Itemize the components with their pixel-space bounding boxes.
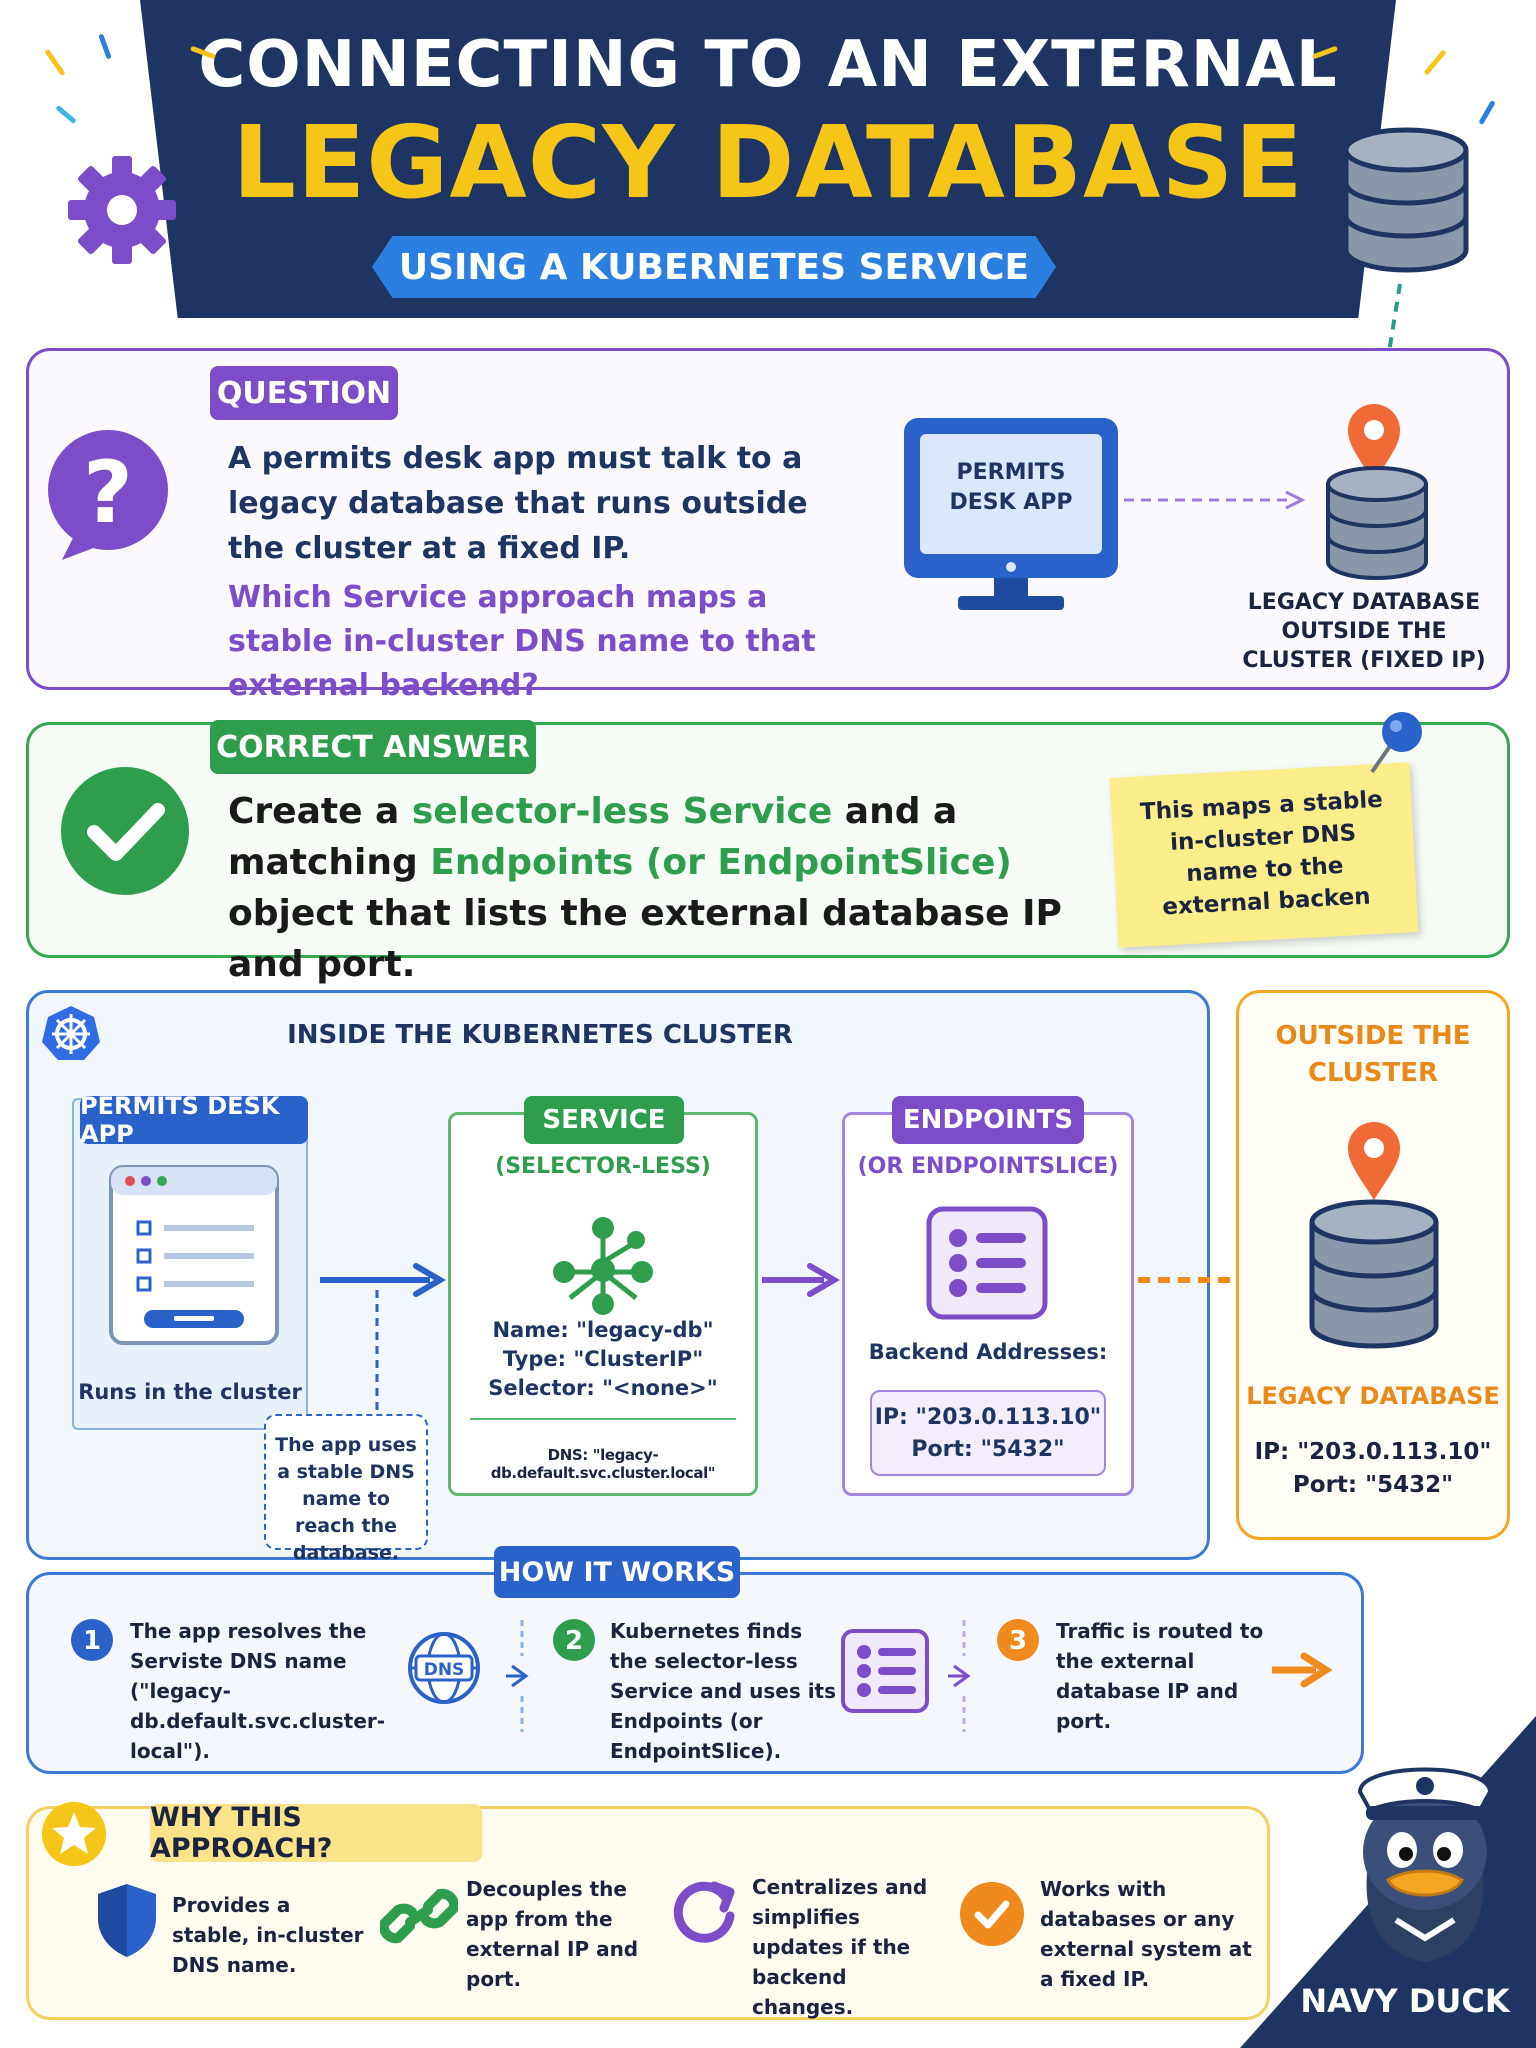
monitor-icon [904, 418, 1118, 610]
step-arrow-1 [506, 1620, 529, 1732]
location-pin-icon [1348, 404, 1400, 482]
svg-text:?: ? [83, 443, 133, 543]
app-window-icon [109, 1165, 279, 1345]
service-divider [470, 1418, 736, 1420]
sticky-note: This maps a stable in-cluster DNS name t… [1109, 762, 1419, 948]
how-card [26, 1572, 1364, 1774]
why-item-4: Works with databases or any external sys… [1040, 1877, 1252, 1991]
app-tag: PERMITS DESK APP [80, 1092, 308, 1148]
why-item-3: Centralizes and simplifies updates if th… [752, 1875, 928, 2019]
dns-globe-icon: DNS [408, 1632, 480, 1704]
service-sub: (SELECTOR-LESS) [495, 1154, 711, 1179]
gear-icon [68, 156, 176, 264]
cluster-title: INSIDE THE KUBERNETES CLUSTER [287, 1020, 793, 1050]
sticky-note-text: This maps a stable in-cluster DNS name t… [1139, 786, 1384, 921]
answer-part3: object that lists the external database … [228, 893, 1062, 985]
service-type: Type: "ClusterIP" [502, 1347, 704, 1371]
answer-highlight-service: selector-less Service [411, 791, 833, 832]
step-2-text: Kubernetes finds the selector-less Servi… [610, 1619, 837, 1763]
check-circle-icon [960, 1882, 1024, 1946]
service-network-icon [553, 1217, 653, 1315]
outside-db-label: LEGACY DATABASE [1246, 1382, 1500, 1410]
why-tag: WHY THIS APPROACH? [150, 1802, 482, 1864]
step-3-badge: 3 [997, 1619, 1039, 1661]
endpoints-sub: (OR ENDPOINTSLICE) [857, 1154, 1119, 1179]
arrow-service-to-endpoints [762, 1263, 840, 1297]
page-title-line1: CONNECTING TO AN EXTERNAL [198, 28, 1338, 102]
dashed-arrow [1124, 490, 1306, 510]
dns-note-text: The app uses a stable DNS name to reach … [275, 1434, 417, 1564]
service-selector: Selector: "<none>" [488, 1376, 718, 1400]
db-label: LEGACY DATABASE OUTSIDE THE CLUSTER (FIX… [1242, 590, 1486, 673]
answer-text: Create a selector-less Service and a mat… [228, 786, 1088, 990]
duck-mascot-icon [1357, 1767, 1493, 1962]
service-dns: DNS: "legacy-db.default.svc.cluster.loca… [490, 1446, 716, 1482]
step-3-arrow [1272, 1652, 1332, 1688]
link-icon [380, 1888, 458, 1944]
pushpin-icon [1370, 712, 1422, 774]
dns-note-connector [375, 1290, 379, 1414]
answer-part1: Create a [228, 791, 412, 832]
step-3-text: Traffic is routed to the external databa… [1056, 1619, 1264, 1733]
backend-port: Port: "5432" [911, 1437, 1065, 1462]
monitor-label: PERMITS DESK APP [949, 460, 1073, 515]
answer-part2: and a matching [228, 791, 958, 883]
svg-text:1: 1 [83, 1626, 101, 1656]
step-list-icon [841, 1629, 929, 1713]
app-caption: Runs in the cluster [78, 1380, 302, 1404]
answer-tag: CORRECT ANSWER [210, 720, 536, 774]
question-mark-icon: ? [48, 430, 168, 560]
outside-title: OUTSIDE THE CLUSTER [1275, 1021, 1471, 1088]
checkmark-icon [61, 767, 189, 895]
svg-text:DNS: DNS [424, 1660, 465, 1680]
dns-note-box: The app uses a stable DNS name to reach … [264, 1414, 428, 1564]
subtitle-text: USING A KUBERNETES SERVICE [398, 246, 1030, 288]
question-ask: Which Service approach maps a stable in-… [228, 580, 816, 703]
question-text: A permits desk app must talk to a legacy… [228, 441, 808, 566]
page-title-line2: LEGACY DATABASE [232, 104, 1304, 221]
question-tag: QUESTION [210, 366, 398, 420]
service-details: Name: "legacy-db" Type: "ClusterIP" Sele… [448, 1316, 758, 1403]
answer-highlight-endpoints: Endpoints (or EndpointSlice) [430, 842, 1012, 883]
arrow-app-to-service [320, 1263, 446, 1297]
backend-label: Backend Addresses: [868, 1340, 1108, 1364]
subtitle-banner: USING A KUBERNETES SERVICE [372, 236, 1056, 298]
refresh-icon [673, 1881, 735, 1943]
backend-address-box: IP: "203.0.113.10" Port: "5432" [870, 1390, 1106, 1476]
endpoints-tag: ENDPOINTS [892, 1096, 1084, 1144]
why-item-1: Provides a stable, in-cluster DNS name. [172, 1893, 364, 1977]
svg-text:3: 3 [1009, 1626, 1027, 1656]
outside-address: IP: "203.0.113.10" Port: "5432" [1236, 1436, 1510, 1502]
step-2-badge: 2 [553, 1619, 595, 1661]
legacy-db-icon [1326, 466, 1428, 580]
shield-icon [98, 1884, 156, 1957]
star-icon [42, 1802, 106, 1866]
how-tag: HOW IT WORKS [494, 1546, 740, 1598]
step-1-text: The app resolves the Serviste DNS name (… [130, 1619, 386, 1763]
step-1-badge: 1 [71, 1619, 113, 1661]
service-name: Name: "legacy-db" [492, 1318, 714, 1342]
endpoints-list-icon [926, 1206, 1048, 1320]
outside-port: Port: "5432" [1292, 1472, 1454, 1498]
database-icon [1343, 127, 1469, 273]
mascot-label: NAVY DUCK [1300, 1982, 1510, 2020]
outside-ip: IP: "203.0.113.10" [1254, 1439, 1492, 1465]
step-arrow-2 [948, 1620, 971, 1732]
svg-text:2: 2 [565, 1626, 583, 1656]
outside-pin-icon [1348, 1122, 1400, 1200]
service-tag: SERVICE [524, 1096, 684, 1144]
backend-ip: IP: "203.0.113.10" [874, 1405, 1102, 1430]
kubernetes-icon [42, 1006, 100, 1060]
outside-db-icon [1309, 1199, 1439, 1349]
why-item-2: Decouples the app from the external IP a… [466, 1877, 639, 1991]
